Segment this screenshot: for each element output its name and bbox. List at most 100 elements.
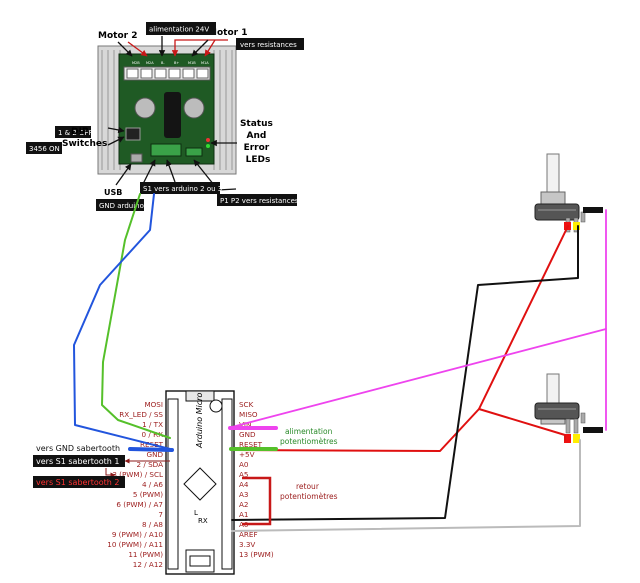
terminal-label-4: B+ <box>174 61 179 65</box>
dip-switch <box>125 127 141 141</box>
motor-driver: M2B M2A B- B+ M1B M1A <box>97 45 237 175</box>
pin-9-a10: 9 (PWM) / A10 <box>112 530 164 539</box>
potentiometer-bottom <box>534 373 603 443</box>
terminal-label-1: M2B <box>132 61 140 65</box>
pin-8-a8: 8 / A8 <box>142 520 163 529</box>
p-terminal-block <box>185 147 203 157</box>
signal-terminal-block <box>150 143 182 157</box>
wire-red-5v-branch <box>478 225 569 410</box>
pin-0-rx: 0 / RX <box>142 430 164 439</box>
dip-on-tag: 3456 ON <box>26 142 62 154</box>
pin-gnd-left: GND <box>147 450 164 459</box>
pin-gnd-right: GND <box>239 430 256 439</box>
capacitor-left <box>134 97 156 119</box>
pin-1-tx: 1 / TX <box>142 420 163 429</box>
gnd-sabertooth-label: vers GND sabertooth <box>36 444 120 453</box>
status-leds-label: Status And Error LEDs <box>240 119 276 165</box>
reset-button <box>209 399 223 413</box>
power-24v-tag: alimentation 24V <box>146 22 216 35</box>
s1-arduino-label: S1 vers arduino 2 ou 3 <box>143 185 222 193</box>
dip-on-label: 3456 ON <box>29 145 60 153</box>
wire-magenta-gnd <box>231 328 607 428</box>
terminal-label-6: M1A <box>201 61 209 65</box>
board-letter-l: L <box>194 509 198 517</box>
resistances-top-tag: vers resistances <box>236 38 304 50</box>
pin-10-a11: 10 (PWM) / A11 <box>107 540 163 549</box>
right-header <box>221 398 233 570</box>
pin-sck: SCK <box>239 400 254 409</box>
pin-mosi: MOSI <box>144 400 163 409</box>
dip-off-tag: 1 & 2 OFF <box>55 126 93 138</box>
usb-label: USB <box>104 188 122 197</box>
potentiometer-top <box>534 153 603 233</box>
status-led <box>206 138 210 142</box>
arduino-title: Arduino Micro <box>195 393 204 449</box>
pin-7: 7 <box>158 510 163 519</box>
terminal-label-5: M1B <box>188 61 196 65</box>
terminal-label-2: M2A <box>146 61 154 65</box>
pot-bottom-red-cap <box>564 434 571 443</box>
wire-blue-stub <box>128 447 174 452</box>
p1p2-label: P1 P2 vers resistances <box>220 197 299 205</box>
pin-6-a7: 6 (PWM) / A7 <box>116 500 163 509</box>
motor2-label: Motor 2 <box>98 31 137 41</box>
large-capacitor <box>164 92 181 138</box>
mcu-chip <box>183 467 217 501</box>
pot-bottom-black-lead <box>583 427 603 433</box>
pin-12-a12: 12 / A12 <box>133 560 163 569</box>
pin-5v: +5V <box>239 450 255 459</box>
dip-line-1: DIP <box>71 127 89 137</box>
s1-sabertooth-2-label: vers S1 sabertooth 2 <box>36 478 120 487</box>
p1p2-tag: P1 P2 vers resistances <box>217 194 299 206</box>
pot-return-bracket <box>242 476 272 526</box>
dip-line-2: Switches <box>62 139 107 149</box>
pin-aref: AREF <box>239 530 258 539</box>
s1-sabertooth-1-tag: vers S1 sabertooth 1 <box>33 455 125 467</box>
s1-arduino-tag: S1 vers arduino 2 ou 3 <box>140 182 222 194</box>
wire-blue-gnd <box>73 193 171 450</box>
pin-a2: A2 <box>239 500 249 509</box>
pin-reset-right: RESET <box>239 440 263 449</box>
arduino-left-pin-labels: MOSI RX_LED / SS 1 / TX 0 / RX RESET GND… <box>107 400 163 569</box>
dip-switches-label: DIP Switches <box>62 127 107 149</box>
resistances-top-label: vers resistances <box>240 41 297 49</box>
pin-13-pwm: 13 (PWM) <box>239 550 274 559</box>
wire-green-s1 <box>101 193 171 439</box>
terminal-label-3: B- <box>161 61 165 65</box>
pot-power-label: alimentation potentiomètres <box>280 427 338 446</box>
s1-2-arrow <box>105 468 116 478</box>
pin-a1: A1 <box>239 510 249 519</box>
pin-5-pwm: 5 (PWM) <box>133 490 163 499</box>
pot-return-label: retour potentiomètres <box>280 482 338 501</box>
pin-vin: VIN <box>239 420 251 429</box>
motor-terminal-block: M2B M2A B- B+ M1B M1A <box>123 61 211 81</box>
gnd-arduino-tag: GND arduino <box>96 199 144 211</box>
error-led <box>206 144 210 148</box>
arduino-micro: Arduino Micro L RX <box>165 390 235 575</box>
pin-2-sda: 2 / SDA <box>137 460 164 469</box>
pot-top-black-lead <box>583 207 603 213</box>
usb-port <box>130 153 143 163</box>
pin-a0-top: A0 <box>239 460 249 469</box>
pin-11-pwm: 11 (PWM) <box>128 550 163 559</box>
pot-top-yellow-cap <box>573 222 580 230</box>
s1-sabertooth-1-label: vers S1 sabertooth 1 <box>36 457 120 466</box>
gnd-arduino-label: GND arduino <box>99 202 144 210</box>
left-header <box>167 398 179 570</box>
pin-a3: A3 <box>239 490 249 499</box>
pin-rx-led: RX_LED / SS <box>119 410 163 419</box>
wire-gray-a0 <box>231 439 581 532</box>
pin-a5: A5 <box>239 470 249 479</box>
pin-4-a6: 4 / A6 <box>142 480 163 489</box>
capacitor-right <box>183 97 205 119</box>
pin-3v3: 3.3V <box>239 540 255 549</box>
pin-3-scl: 3 (PWM) / SCL <box>112 470 163 479</box>
pin-miso: MISO <box>239 410 258 419</box>
pin-a4: A4 <box>239 480 249 489</box>
power-24v-label: alimentation 24V <box>149 26 209 34</box>
board-label-rx: RX <box>198 517 208 525</box>
motor1-label: Motor 1 <box>208 28 247 38</box>
wires <box>73 193 607 532</box>
wire-black-a1 <box>231 225 579 521</box>
